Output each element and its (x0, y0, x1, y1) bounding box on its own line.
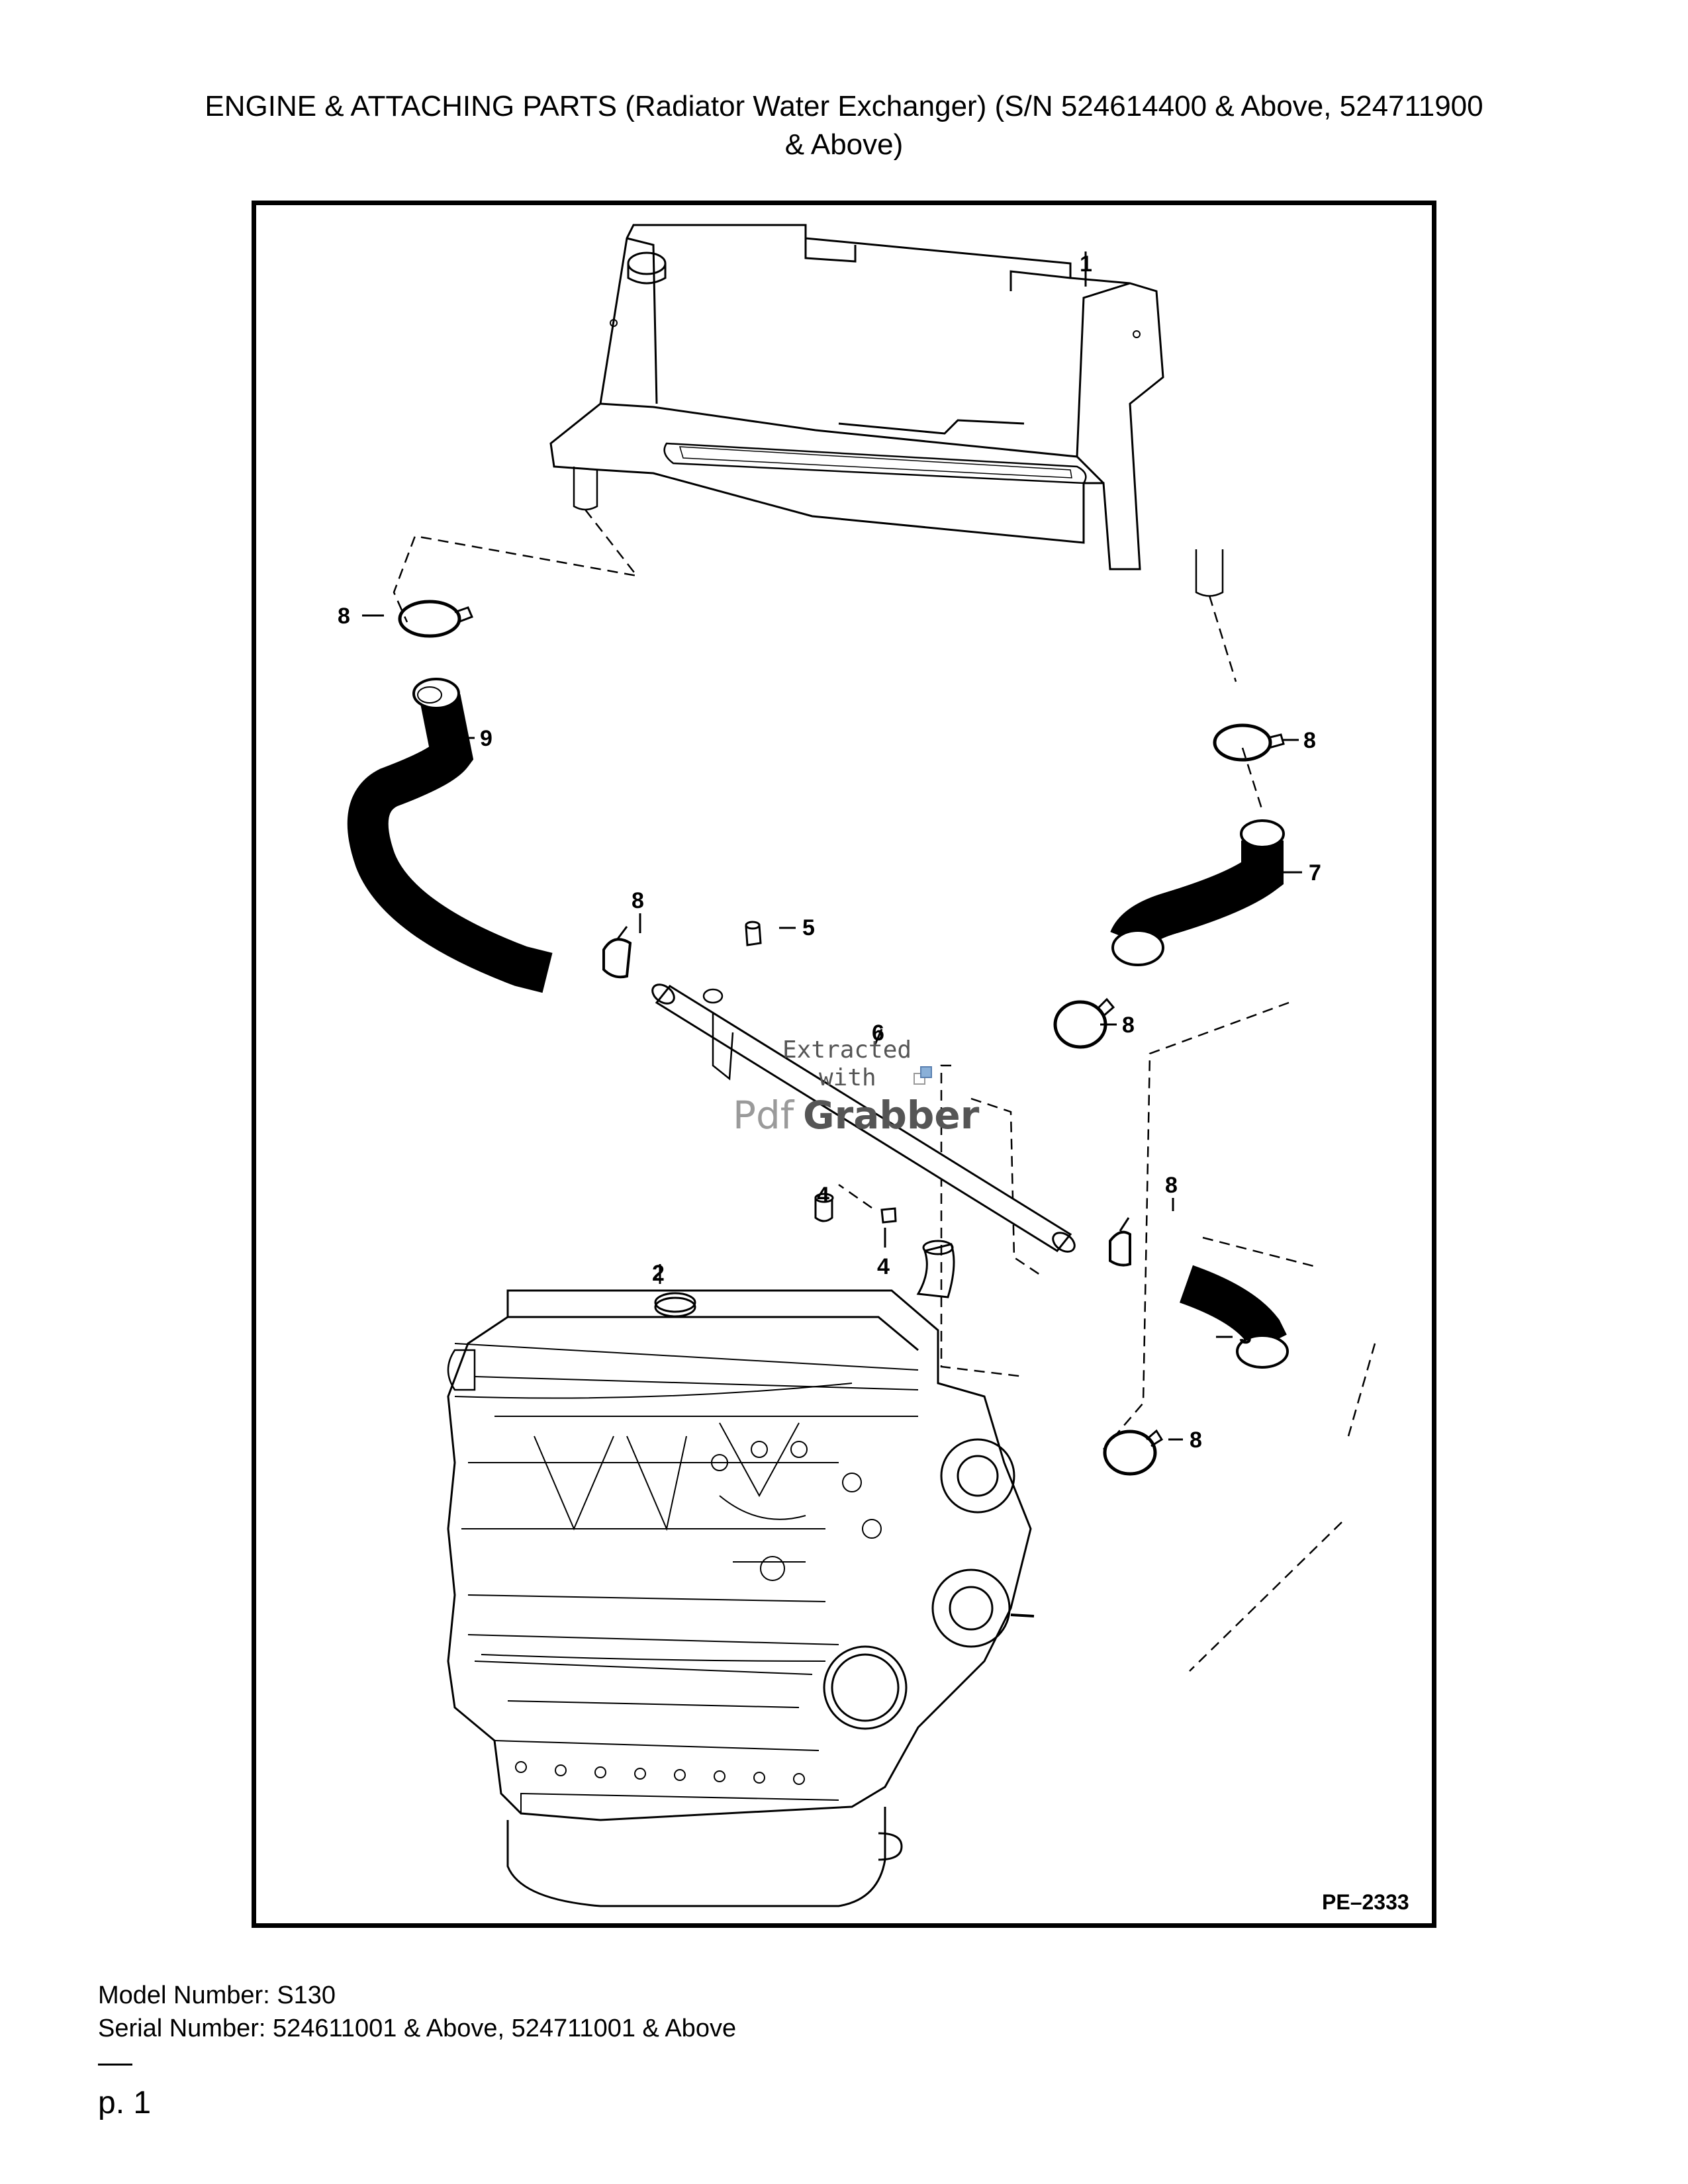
serial-number: Serial Number: 524611001 & Above, 524711… (98, 2015, 737, 2042)
model-number: Model Number: S130 (98, 1981, 336, 2009)
callout-1: 1 (1080, 251, 1092, 277)
hose-clamp-part-8-right (1213, 723, 1285, 762)
hose-clamp-part-8-middle-right (1053, 997, 1115, 1049)
drawing-code: PE–2333 (1322, 1890, 1409, 1914)
watermark-line-2: with (819, 1064, 876, 1091)
callout-8-lower: 8 (1165, 1173, 1178, 1198)
radiator-part-1 (549, 224, 1224, 597)
page-title: ENGINE & ATTACHING PARTS (Radiator Water… (79, 87, 1609, 164)
callout-9: 9 (480, 726, 492, 751)
callout-7: 7 (1309, 860, 1321, 886)
callout-5: 5 (802, 915, 815, 940)
pdfgrabber-watermark: Extracted with Pdf Grabber (733, 1036, 980, 1138)
callout-3: 3 (1239, 1324, 1252, 1349)
spacer-part-4 (814, 1193, 834, 1222)
callout-8-middle-left: 8 (632, 888, 644, 913)
hose-part-3 (1179, 1265, 1289, 1369)
hose-clamp-part-8-lower (1109, 1217, 1131, 1267)
callout-4-spacer: 4 (817, 1183, 829, 1208)
exploded-parts-diagram: 1 2 3 4 4 5 6 7 8 8 8 8 8 8 9 Extracted … (338, 224, 1409, 1914)
hose-clamp-part-8-top-left (398, 600, 473, 638)
callout-8-bottom: 8 (1190, 1428, 1202, 1453)
callout-2: 2 (652, 1261, 665, 1286)
title-line-1: ENGINE & ATTACHING PARTS (Radiator Water… (205, 90, 1483, 122)
callout-8-top-left: 8 (338, 604, 350, 629)
plug-part-5 (745, 921, 762, 946)
hose-clamp-part-8-middle-left (602, 926, 632, 979)
hose-clamp-part-8-bottom (1103, 1429, 1164, 1476)
callout-8-right: 8 (1303, 728, 1316, 753)
water-tube-part-6 (651, 983, 1076, 1253)
assembly-dashed-lines (393, 509, 1376, 1672)
hose-part-7 (1110, 819, 1285, 966)
footer-info: Model Number: S130 Serial Number: 524611… (98, 1979, 736, 2045)
engine-part-2 (447, 1240, 1035, 1907)
leader-lines (362, 278, 1302, 1441)
page-number: p. 1 (98, 2085, 152, 2120)
watermark-line-1: Extracted (782, 1036, 912, 1064)
diagram-frame: 1 2 3 4 4 5 6 7 8 8 8 8 8 8 9 Extracted … (252, 201, 1436, 1928)
bolt-part-4 (880, 1207, 897, 1224)
hose-part-9 (347, 678, 553, 993)
callout-4-bolt: 4 (877, 1254, 890, 1279)
watermark-pdf: Pdf (733, 1093, 795, 1138)
footer-divider (98, 2064, 132, 2066)
watermark-grabber: Grabber (803, 1093, 980, 1138)
callout-6: 6 (872, 1021, 884, 1046)
title-line-2: & Above) (784, 128, 904, 161)
callout-8-middle-right: 8 (1122, 1013, 1135, 1038)
